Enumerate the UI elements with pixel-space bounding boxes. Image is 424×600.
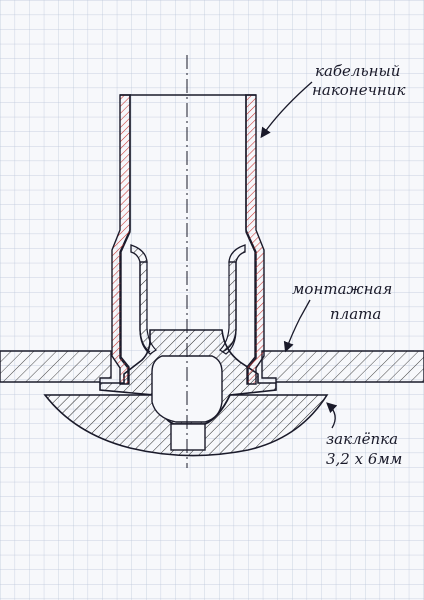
leader-rivet: [326, 402, 338, 429]
leader-mounting-plate: [283, 299, 311, 353]
label-mounting-plate-line2: плата: [330, 305, 381, 323]
mounting-plate: [0, 350, 424, 383]
label-cable-lug-line2: наконечник: [312, 81, 405, 99]
label-mounting-plate-line1: монтажная: [292, 280, 392, 298]
label-cable-lug-line1: кабельный: [315, 62, 400, 80]
cable-lug: [111, 94, 265, 385]
label-rivet-line1: заклёпка: [326, 430, 398, 448]
label-rivet-line2: 3,2 х 6мм: [326, 450, 402, 468]
leader-cable-lug: [260, 81, 313, 139]
